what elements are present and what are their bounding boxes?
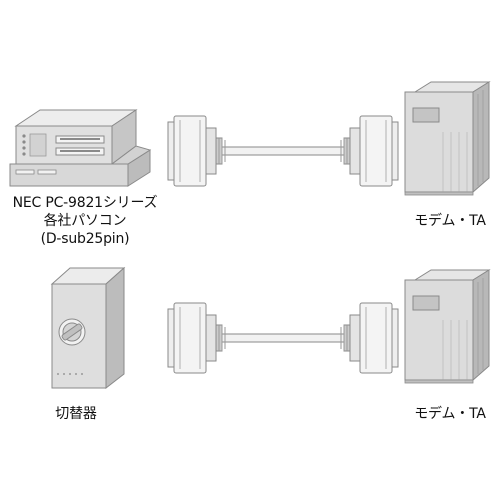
serial-cable-bottom: [221, 333, 345, 343]
dsub-connector-bottom-right: [340, 302, 399, 374]
switch-box-icon: [50, 266, 126, 390]
dsub-connector-top-right: [340, 115, 399, 187]
modem-label-bottom: モデム・TA: [414, 406, 486, 422]
desktop-pc-icon: [9, 109, 152, 187]
switch-box-label: 切替器: [55, 406, 97, 422]
modem-label-top: モデム・TA: [414, 213, 486, 229]
dsub-connector-bottom-left: [167, 302, 226, 374]
pc-label-line-1: NEC PC-9821シリーズ: [12, 195, 158, 211]
pc-label: NEC PC-9821シリーズ 各社パソコン (D-sub25pin): [0, 194, 170, 248]
pc-label-line-2: 各社パソコン: [43, 213, 127, 229]
serial-cable-top: [221, 146, 345, 156]
pc-label-line-3: (D-sub25pin): [40, 231, 130, 247]
modem-tower-icon: [404, 269, 490, 384]
modem-tower-icon: [404, 81, 490, 196]
dsub-connector-top-left: [167, 115, 226, 187]
